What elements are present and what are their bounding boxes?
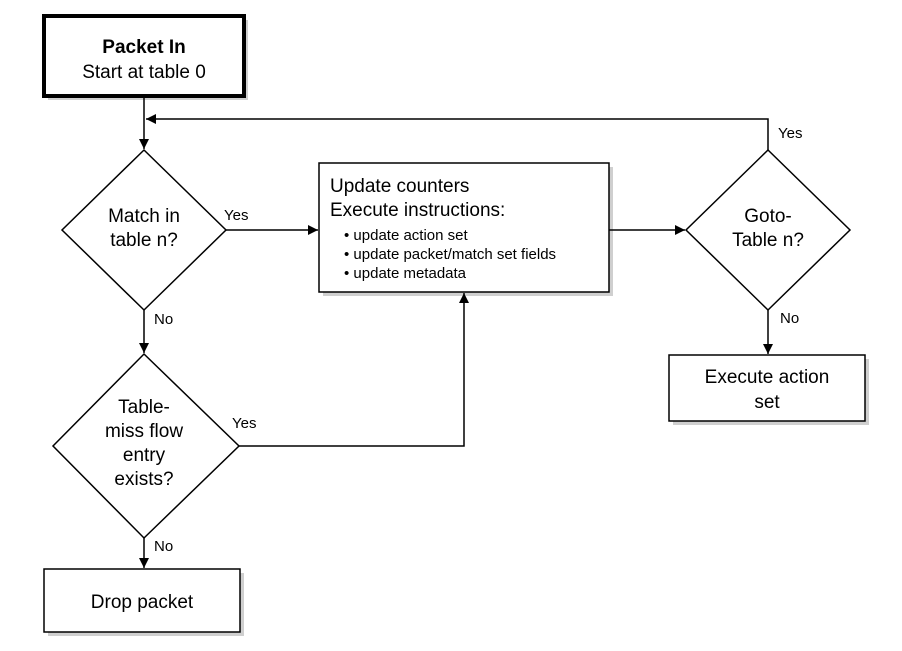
start-node: Packet In Start at table 0 [42, 14, 246, 98]
execute-line2: set [754, 392, 780, 413]
update-bullet-3: • update metadata [344, 265, 467, 282]
tablemiss-decision: Table- miss flow entry exists? [51, 352, 241, 540]
edge-label-goto-no: No [780, 310, 799, 327]
goto-line1: Goto- [744, 206, 792, 227]
goto-decision: Goto- Table n? [684, 148, 852, 312]
edge-label-tablemiss-yes: Yes [232, 415, 256, 432]
edge-tablemiss-yes [239, 293, 469, 447]
update-bullet-2: • update packet/match set fields [344, 246, 556, 263]
start-subtitle: Start at table 0 [82, 62, 206, 83]
update-line1: Update counters [330, 176, 469, 197]
execute-node: Execute action set [668, 354, 866, 422]
match-line1: Match in [108, 206, 180, 227]
match-decision: Match in table n? [60, 148, 228, 312]
edge-label-tablemiss-no: No [154, 538, 173, 555]
update-node: Update counters Execute instructions: • … [318, 162, 610, 293]
edge-label-goto-yes: Yes [778, 125, 802, 142]
update-bullet-1: • update action set [344, 227, 469, 244]
start-title: Packet In [102, 37, 185, 58]
edge-label-match-yes: Yes [224, 207, 248, 224]
goto-line2: Table n? [732, 230, 804, 251]
update-line2: Execute instructions: [330, 200, 505, 221]
tablemiss-line3: entry [123, 445, 166, 466]
edge-goto-yes [146, 114, 769, 150]
tablemiss-line2: miss flow [105, 421, 183, 442]
execute-line1: Execute action [705, 367, 830, 388]
match-line2: table n? [110, 230, 178, 251]
drop-node: Drop packet [43, 568, 241, 633]
tablemiss-line1: Table- [118, 397, 170, 418]
drop-label: Drop packet [91, 592, 194, 613]
edge-label-match-no: No [154, 311, 173, 328]
tablemiss-line4: exists? [114, 469, 173, 490]
